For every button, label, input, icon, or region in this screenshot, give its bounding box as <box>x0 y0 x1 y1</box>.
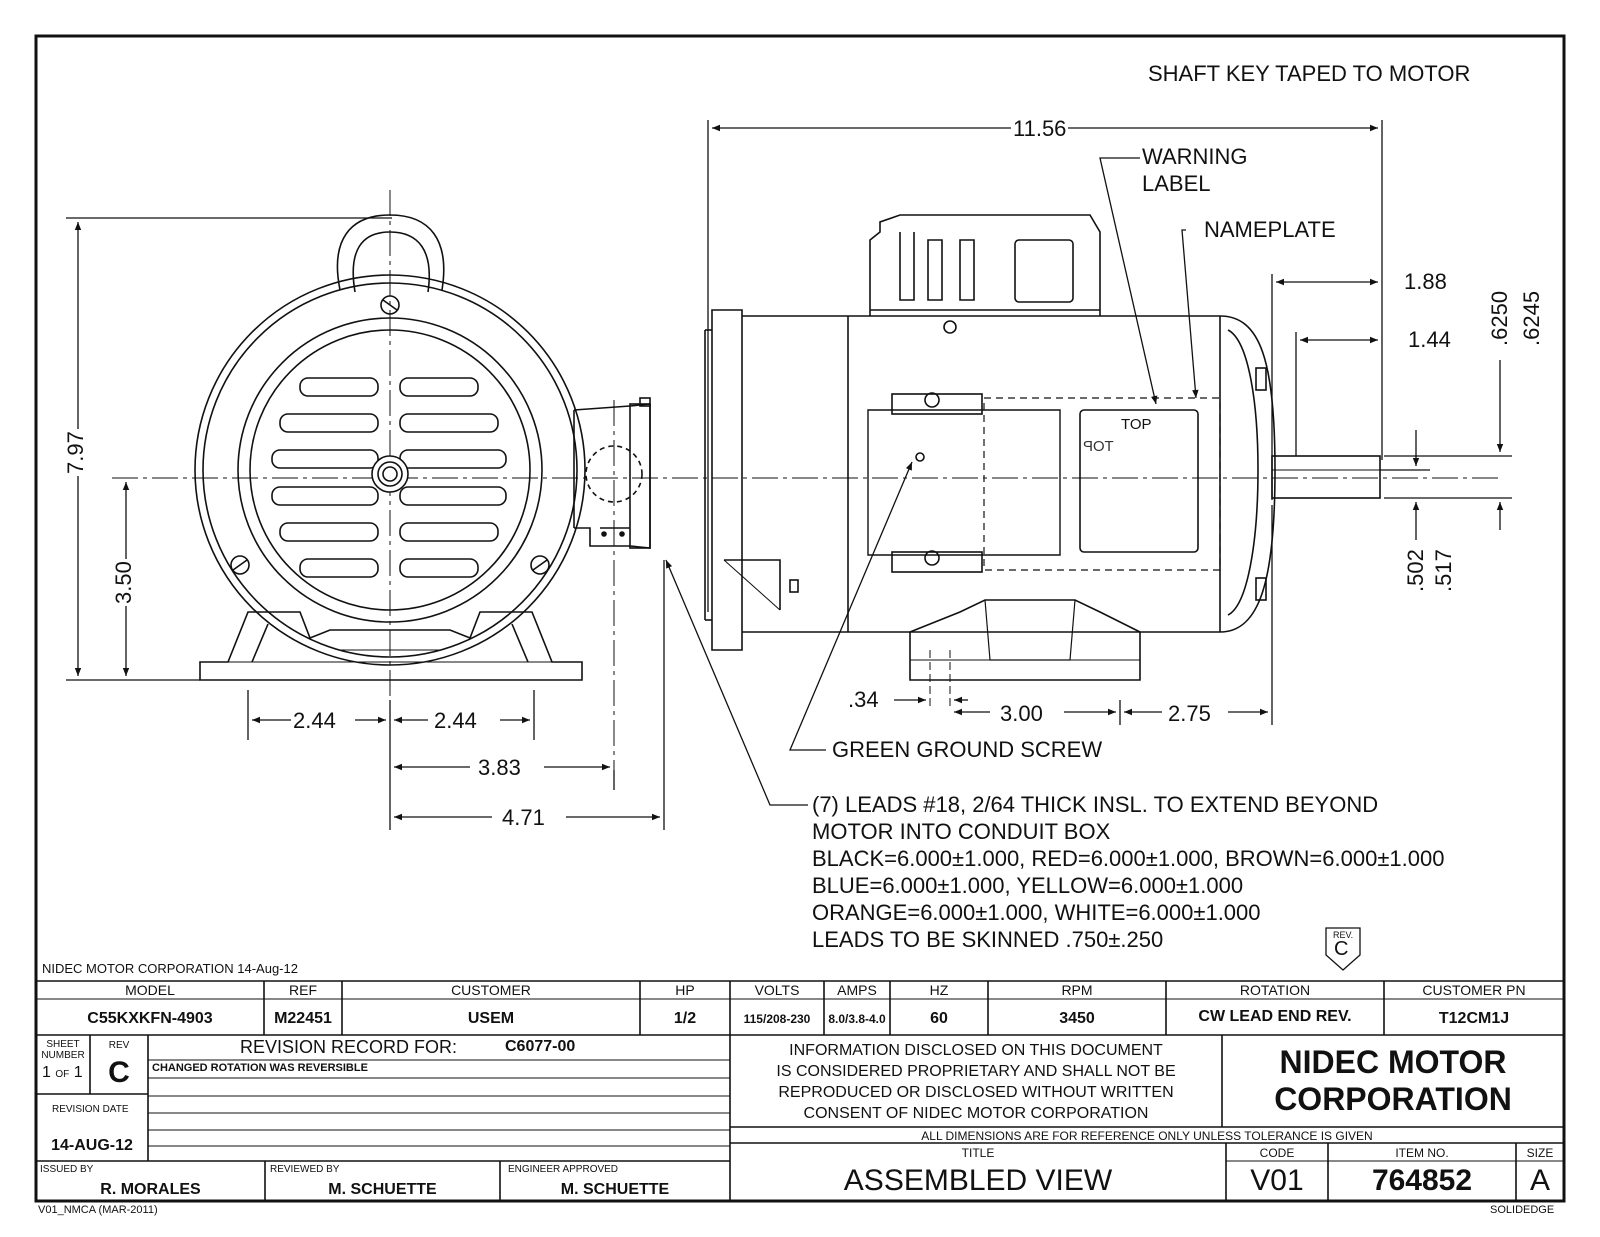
code-value: V01 <box>1250 1164 1304 1197</box>
rev-flag-label: REV. <box>1333 930 1354 940</box>
title-block-grid <box>36 980 1564 1201</box>
leads-note: (7) LEADS #18, 2/64 THICK INSL. TO EXTEN… <box>812 791 1444 953</box>
val-customer-pn: T12CM1J <box>1438 1010 1510 1027</box>
leads-line-6: LEADS TO BE SKINNED .750±.250 <box>812 927 1164 952</box>
hdr-amps: AMPS <box>837 982 877 998</box>
dim-key-depth-min: .502 <box>1403 547 1428 594</box>
form-id: V01_NMCA (MAR-2011) <box>38 1204 158 1216</box>
green-ground-screw-note: GREEN GROUND SCREW <box>832 737 1103 762</box>
val-ref: M22451 <box>274 1010 332 1027</box>
proprietary-line-1: INFORMATION DISCLOSED ON THIS DOCUMENT <box>789 1042 1163 1059</box>
leads-line-4: BLUE=6.000±1.000, YELLOW=6.000±1.000 <box>812 873 1244 898</box>
sheet-number-label-1: SHEET <box>46 1039 80 1050</box>
val-hz: 60 <box>930 1010 948 1027</box>
engineer-label: ENGINEER APPROVED <box>508 1164 619 1175</box>
sheet-of-word: OF <box>55 1069 70 1080</box>
company-name: NIDEC MOTOR CORPORATION <box>1222 1044 1564 1118</box>
rev-value: C <box>108 1056 130 1089</box>
dim-overall-length: 11.56 <box>1011 116 1069 141</box>
rev-flag-value: C <box>1334 938 1349 960</box>
val-hp: 1/2 <box>673 1010 697 1027</box>
leads-line-1: (7) LEADS #18, 2/64 THICK INSL. TO EXTEN… <box>812 792 1379 817</box>
sheet-number-label: SHEET NUMBER <box>38 1039 88 1061</box>
drawing-title: ASSEMBLED VIEW <box>843 1164 1113 1197</box>
rev-flag <box>1325 927 1361 971</box>
dim-half-foot-left: 2.44 <box>291 708 338 733</box>
hdr-hz: HZ <box>929 982 949 998</box>
dim-foot-spacing: 3.00 <box>998 701 1045 726</box>
company-date-line: NIDEC MOTOR CORPORATION 14-Aug-12 <box>42 961 298 976</box>
leads-line-5: ORANGE=6.000±1.000, WHITE=6.000±1.000 <box>812 900 1261 925</box>
warning-label-line-2: LABEL <box>1142 171 1211 196</box>
hdr-customer-pn: CUSTOMER PN <box>1422 982 1526 998</box>
company-name-line-2: CORPORATION <box>1274 1081 1512 1117</box>
hdr-model: MODEL <box>125 982 175 998</box>
dim-foot-to-shoulder: 2.75 <box>1166 701 1213 726</box>
dim-shaft-dia-max: .6250 <box>1487 288 1512 348</box>
dim-box-center: 3.83 <box>476 755 523 780</box>
hdr-customer: CUSTOMER <box>451 982 531 998</box>
dim-half-foot-right: 2.44 <box>432 708 479 733</box>
company-name-line-1: NIDEC MOTOR <box>1279 1044 1507 1080</box>
proprietary-note: INFORMATION DISCLOSED ON THIS DOCUMENT I… <box>730 1040 1222 1124</box>
issued-by-label: ISSUED BY <box>40 1164 94 1175</box>
hdr-hp: HP <box>675 982 695 998</box>
dim-key-depth-max: .517 <box>1431 547 1456 594</box>
size-label: SIZE <box>1526 1146 1554 1160</box>
reviewed-by-label: REVIEWED BY <box>270 1164 340 1175</box>
nameplate-note: NAMEPLATE <box>1204 217 1336 242</box>
warning-label-note: WARNING LABEL <box>1142 143 1248 197</box>
sheet-of: 1 OF 1 <box>42 1064 83 1082</box>
sheet-border <box>34 34 1566 1203</box>
hdr-volts: VOLTS <box>754 982 800 998</box>
leads-line-3: BLACK=6.000±1.000, RED=6.000±1.000, BROW… <box>812 846 1445 871</box>
shaft-key-note: SHAFT KEY TAPED TO MOTOR <box>1148 61 1471 86</box>
dim-shaft-height: 3.50 <box>111 559 136 606</box>
hdr-rpm: RPM <box>1061 982 1093 998</box>
leads-line-2: MOTOR INTO CONDUIT BOX <box>812 819 1111 844</box>
end-view <box>112 190 1500 770</box>
sheet-total: 1 <box>73 1064 83 1081</box>
all-dims-note: ALL DIMENSIONS ARE FOR REFERENCE ONLY UN… <box>921 1129 1373 1143</box>
side-view <box>704 214 1381 710</box>
revision-note: CHANGED ROTATION WAS REVERSIBLE <box>152 1062 368 1074</box>
proprietary-line-3: REPRODUCED OR DISCLOSED WITHOUT WRITTEN <box>778 1084 1174 1101</box>
reviewed-by: M. SCHUETTE <box>328 1181 437 1198</box>
proprietary-line-4: CONSENT OF NIDEC MOTOR CORPORATION <box>803 1105 1149 1122</box>
revision-date-label: REVISION DATE <box>52 1104 129 1115</box>
revision-date: 14-AUG-12 <box>51 1137 133 1154</box>
revision-record-label: REVISION RECORD FOR: <box>240 1037 458 1057</box>
dim-shaft-dia-min: .6245 <box>1519 288 1544 348</box>
software-tag: SOLIDEDGE <box>1490 1204 1555 1216</box>
dim-height: 7.97 <box>63 429 88 476</box>
code-label: CODE <box>1259 1146 1295 1160</box>
issued-by: R. MORALES <box>100 1181 201 1198</box>
dim-foot-slot: .34 <box>846 687 881 712</box>
item-no-value: 764852 <box>1371 1164 1473 1197</box>
val-rpm: 3450 <box>1059 1010 1095 1027</box>
hdr-ref: REF <box>289 982 317 998</box>
top-label: TOP <box>1121 416 1152 433</box>
engineer: M. SCHUETTE <box>560 1181 670 1198</box>
revision-record-id: C6077-00 <box>505 1038 576 1055</box>
val-model: C55KXKFN-4903 <box>87 1010 213 1027</box>
hdr-rotation: ROTATION <box>1239 982 1311 998</box>
top-label-mirrored: TOP <box>1083 438 1114 455</box>
val-amps: 8.0/3.8-4.0 <box>828 1012 886 1026</box>
val-customer: USEM <box>467 1010 515 1027</box>
sheet-number-label-2: NUMBER <box>41 1050 85 1061</box>
size-value: A <box>1529 1164 1550 1197</box>
dim-box-edge: 4.71 <box>500 805 547 830</box>
dim-key-length: 1.44 <box>1406 327 1453 352</box>
dim-shaft-length: 1.88 <box>1402 269 1449 294</box>
warning-label-line-1: WARNING <box>1142 144 1248 169</box>
item-no-label: ITEM NO. <box>1395 1146 1449 1160</box>
title-label: TITLE <box>961 1146 995 1160</box>
sheet-current: 1 <box>42 1064 51 1081</box>
rev-label: REV <box>108 1040 130 1051</box>
proprietary-line-2: IS CONSIDERED PROPRIETARY AND SHALL NOT … <box>776 1063 1176 1080</box>
val-rotation: CW LEAD END REV. <box>1198 1008 1352 1025</box>
val-volts: 115/208-230 <box>743 1012 811 1026</box>
